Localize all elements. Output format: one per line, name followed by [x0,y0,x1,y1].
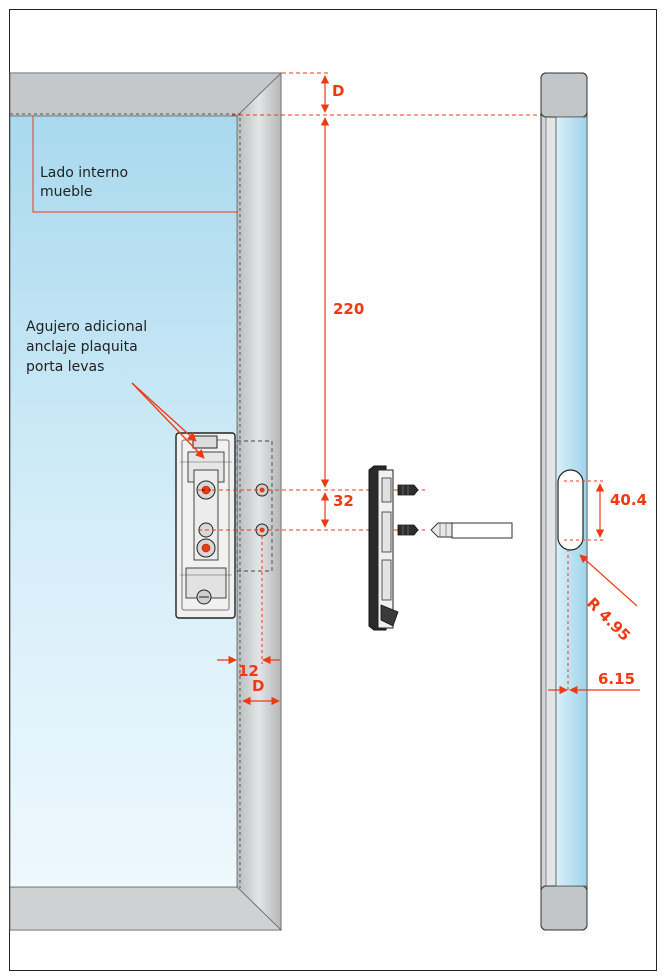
slot [557,469,584,551]
dim-label-top-offset: D [332,82,345,100]
dim-label-220: 220 [333,300,365,318]
dim-label-32: 32 [333,492,354,510]
hinge-side-profile [368,465,513,631]
plate-outline-dashed [236,440,273,572]
extra-hole-slot [192,435,218,449]
leader-inner-side [32,116,238,213]
label-inner-side-2: mueble [40,184,93,200]
frame-top-member [9,72,282,117]
dim-arrow-slot-radius [579,554,638,607]
profile-side-view [540,72,588,931]
arrow-extra-hole-2 [131,382,205,459]
hinge-mechanism [175,432,236,619]
dim-label-slot-width: 6.15 [598,670,636,688]
profile-cap-top [540,72,588,118]
frame-bottom-member [9,886,282,931]
dim-label-12: 12 [238,662,259,680]
inner-edge-dashed [10,113,241,888]
label-extra-hole-2: anclaje plaquita [26,339,138,355]
dim-label-side-offset: D [252,677,265,695]
label-extra-hole-1: Agujero adicional [26,319,148,335]
mounting-bar [451,522,513,539]
frame-right-member [236,72,282,931]
arrow-extra-hole-1 [131,382,197,442]
profile-cap-bottom [540,885,588,931]
label-inner-side-1: Lado interno [40,165,129,181]
front-view-panel [9,72,282,931]
dowel [430,522,453,538]
dim-label-slot-length: 40.4 [610,491,648,509]
label-extra-hole-3: porta levas [26,359,105,375]
